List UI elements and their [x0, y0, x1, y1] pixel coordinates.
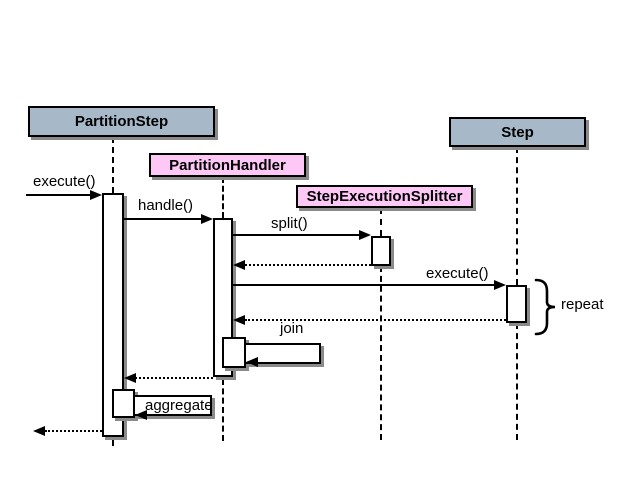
actor-box-partitionstep: PartitionStep: [28, 106, 215, 137]
arrowhead-left-icon: [135, 410, 147, 420]
lifeline-partitionhandler-upper: [222, 177, 224, 218]
selfcall-rect-join: [246, 343, 321, 364]
selfcall-rect-aggregate: [135, 395, 212, 416]
arrowhead-right-icon: [201, 214, 213, 224]
message-label-execute: execute(): [33, 173, 96, 190]
arrowhead-left-icon: [33, 426, 45, 436]
lifeline-partitionstep-lower: [112, 437, 114, 446]
arrowhead-right-icon: [494, 280, 506, 290]
return-line-split: [245, 264, 371, 266]
actor-label-partitionhandler: PartitionHandler: [169, 156, 286, 174]
arrowhead-left-icon: [233, 260, 245, 270]
message-line-step-execute: [233, 284, 494, 286]
message-line-execute: [26, 194, 90, 196]
message-label-step-execute: execute(): [426, 265, 489, 282]
actor-label-step: Step: [501, 123, 534, 141]
lifeline-partitionhandler-lower: [222, 379, 224, 441]
arrowhead-left-icon: [246, 357, 258, 367]
message-label-aggregate: aggregate: [145, 397, 213, 414]
activation-partitionstep: [102, 193, 124, 437]
arrowhead-right-icon: [90, 190, 102, 200]
message-line-split: [233, 234, 359, 236]
actor-label-partitionstep: PartitionStep: [74, 113, 169, 130]
return-line-handle: [135, 377, 213, 379]
activation-step: [506, 285, 527, 323]
arrowhead-left-icon: [233, 315, 245, 325]
message-label-handle: handle(): [138, 197, 194, 214]
return-line-step-execute: [245, 319, 506, 321]
message-label-join: join: [280, 320, 304, 337]
message-label-split: split(): [271, 215, 308, 232]
lifeline-partitionstep-upper: [112, 137, 114, 193]
activation-join-selfcall: [222, 337, 246, 368]
repeat-brace-icon: [534, 278, 556, 336]
return-line-execute: [45, 430, 102, 432]
message-line-handle: [124, 218, 201, 220]
arrowhead-left-icon: [124, 373, 136, 383]
actor-box-step: Step: [449, 117, 586, 147]
arrowhead-right-icon: [359, 230, 371, 240]
lifeline-step-upper: [516, 147, 518, 285]
actor-box-partitionhandler: PartitionHandler: [149, 153, 306, 177]
activation-splitter: [371, 236, 391, 266]
activation-aggregate-selfcall: [112, 389, 135, 418]
lifeline-splitter-lower: [380, 266, 382, 440]
lifeline-step-lower: [516, 323, 518, 440]
annotation-label-repeat: repeat: [561, 296, 604, 313]
lifeline-splitter-upper: [380, 208, 382, 236]
actor-box-stepexecutionsplitter: StepExecutionSplitter: [296, 185, 473, 208]
actor-label-stepexecutionsplitter: StepExecutionSplitter: [306, 188, 463, 205]
